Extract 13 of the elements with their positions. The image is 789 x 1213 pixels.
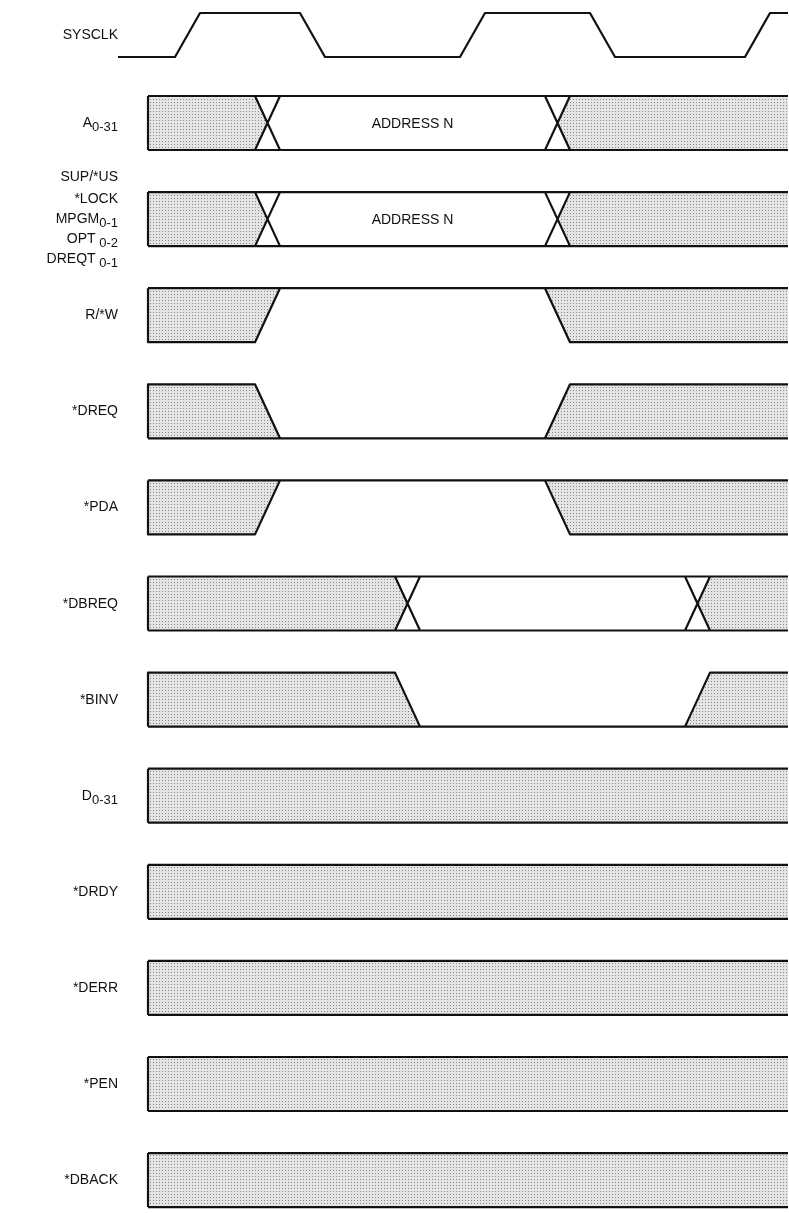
signal-name: SUP/*US: [60, 168, 118, 185]
signal-name: *DERR: [72, 978, 118, 995]
signal-name: *PEN: [83, 1075, 118, 1091]
signal-name: *BINV: [79, 690, 118, 707]
signal-name: *DREQ: [72, 402, 118, 419]
signal-name: *PDA: [83, 498, 118, 515]
signal-name: *LOCK: [74, 190, 118, 207]
bus-value-label: ADDRESS N: [369, 115, 456, 131]
signal-name: R/*W: [85, 306, 118, 323]
signal-name: *DBREQ: [62, 594, 118, 611]
signal-name: *DBACK: [64, 1171, 118, 1188]
signal-name: SYSCLK: [62, 26, 118, 42]
signal-name: *DRDY: [72, 882, 118, 899]
